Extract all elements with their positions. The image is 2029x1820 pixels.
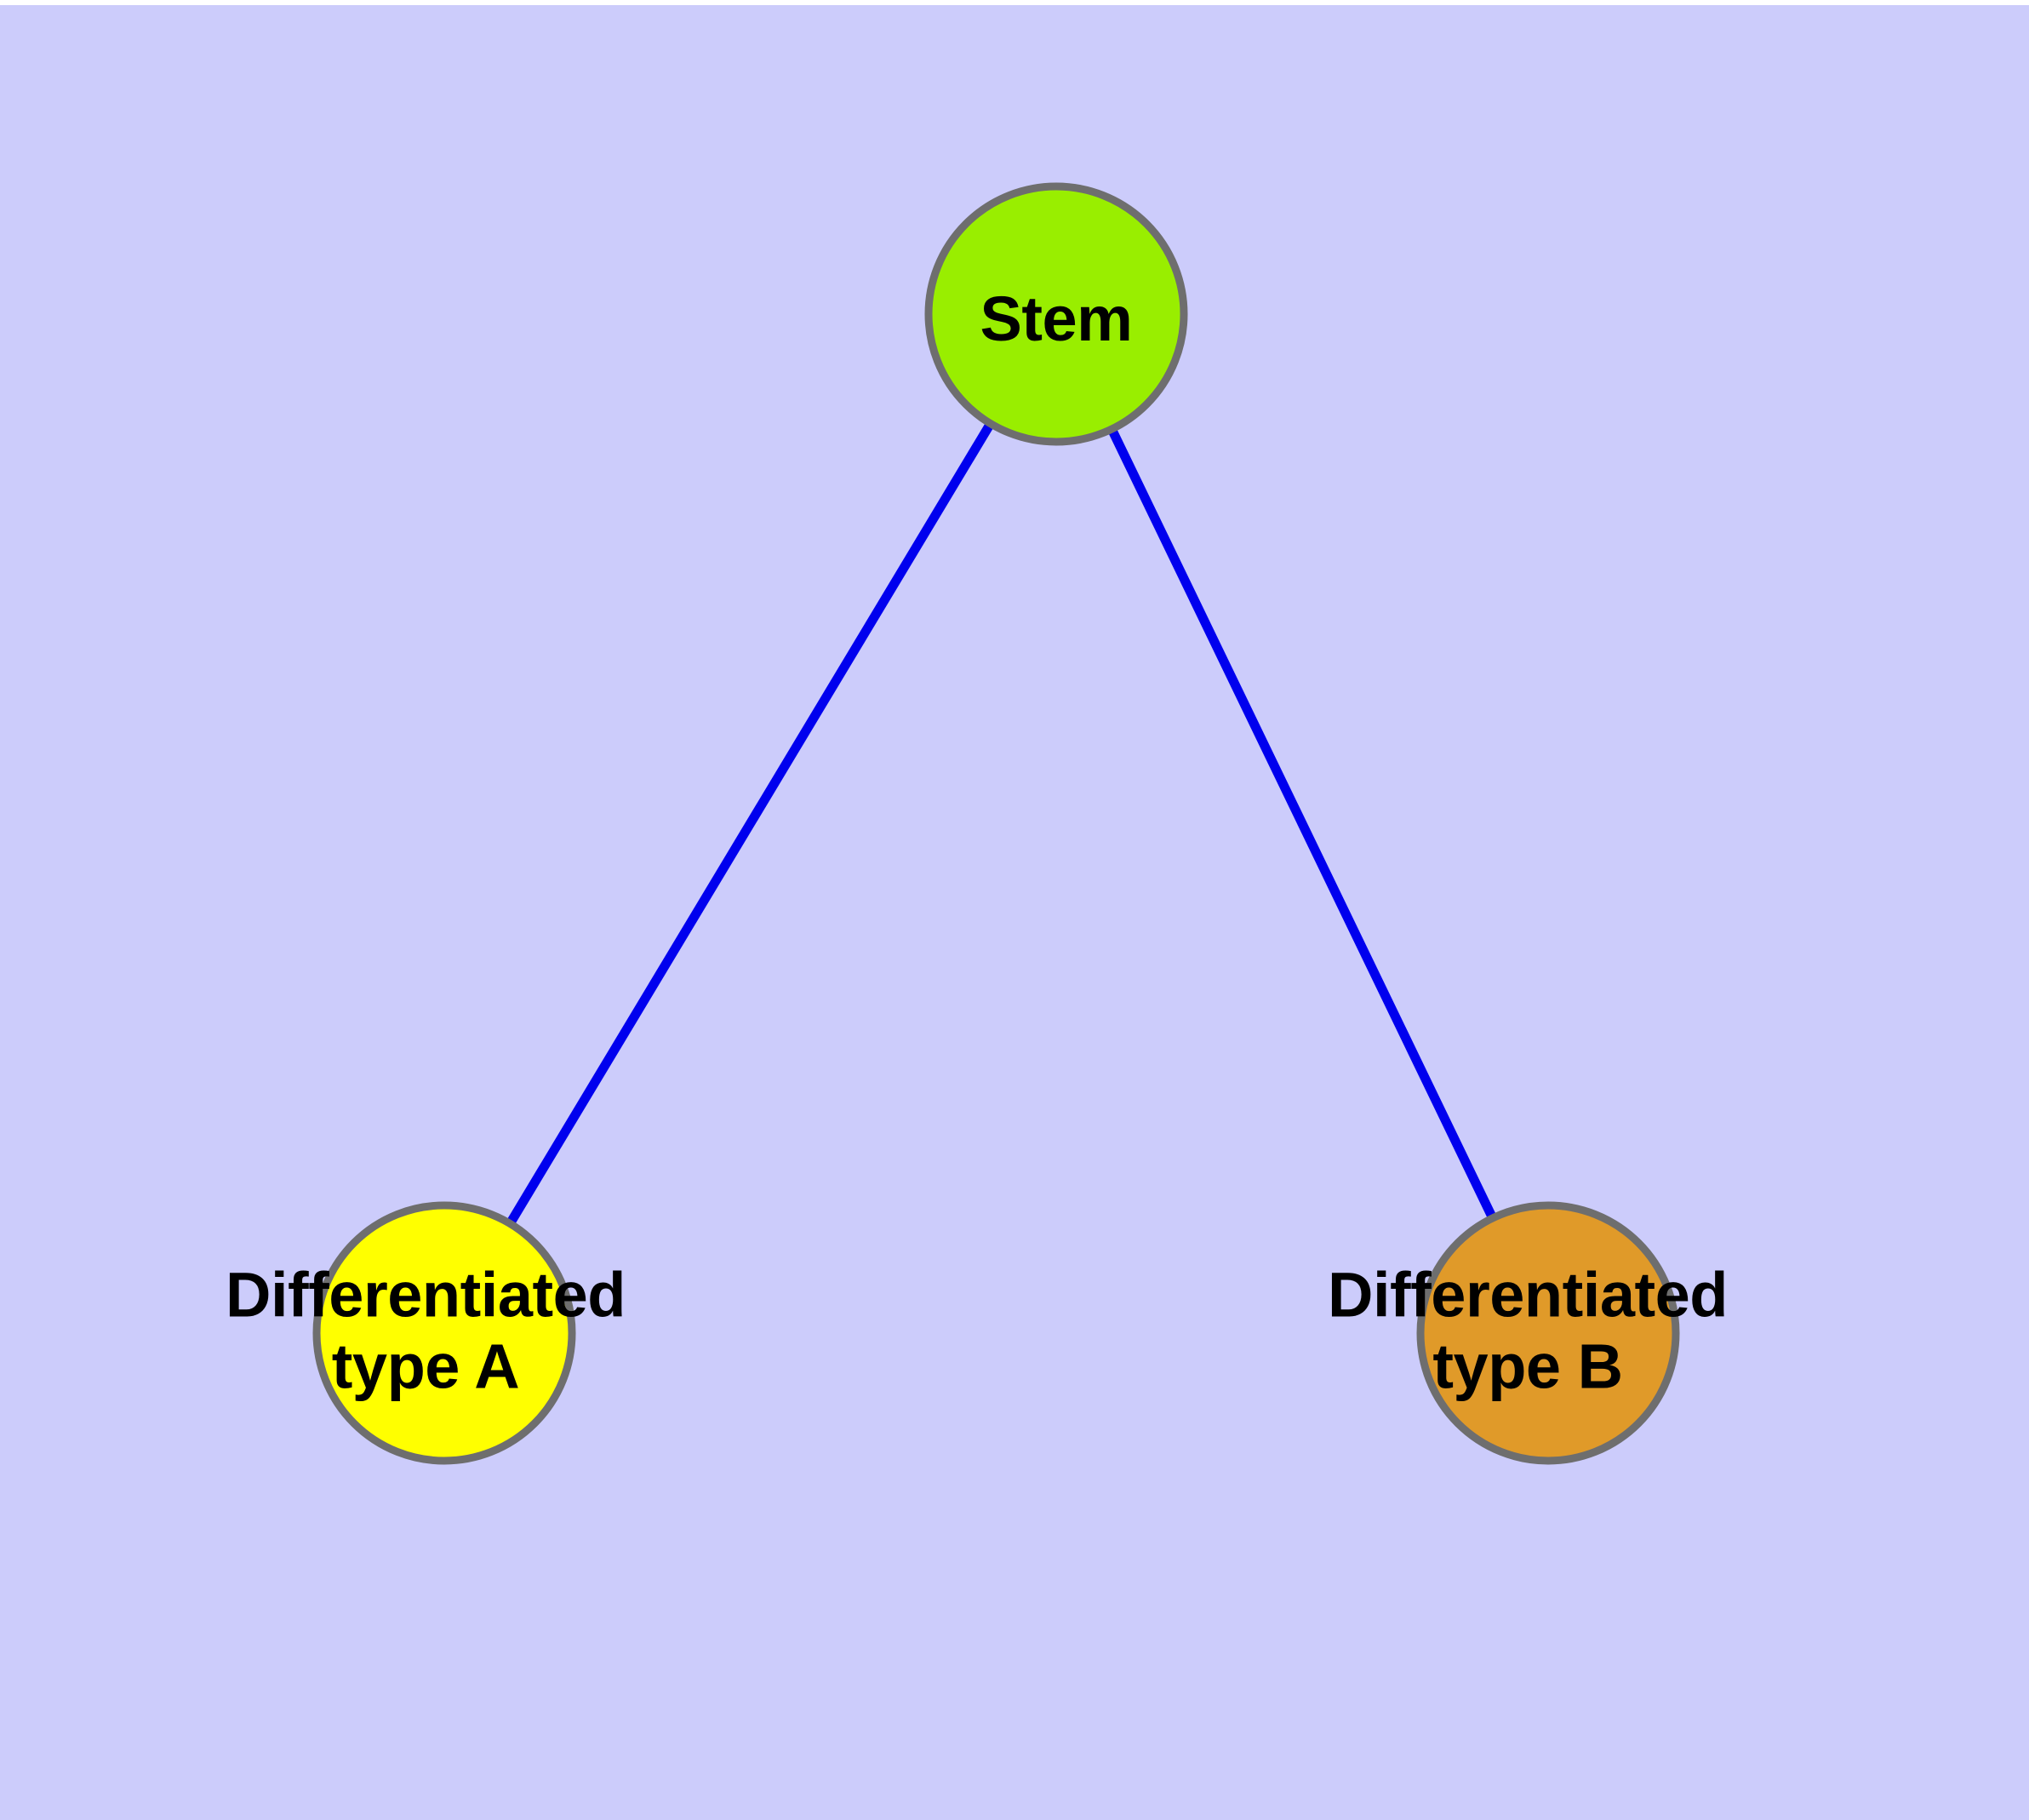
node-differentiated-type-a[interactable] <box>312 1201 576 1465</box>
edge-stem-to-diff-b <box>1052 312 1552 1336</box>
node-differentiated-type-b[interactable] <box>1416 1201 1680 1465</box>
edge-stem-to-diff-a <box>440 312 1060 1336</box>
edge-layer <box>440 312 1552 1336</box>
diagram-plot-area: Stem Differentiated type A Differentiate… <box>0 5 2029 1820</box>
cell-differentiation-graph <box>312 182 1680 1465</box>
node-layer <box>312 182 1680 1465</box>
node-stem[interactable] <box>924 182 1188 446</box>
